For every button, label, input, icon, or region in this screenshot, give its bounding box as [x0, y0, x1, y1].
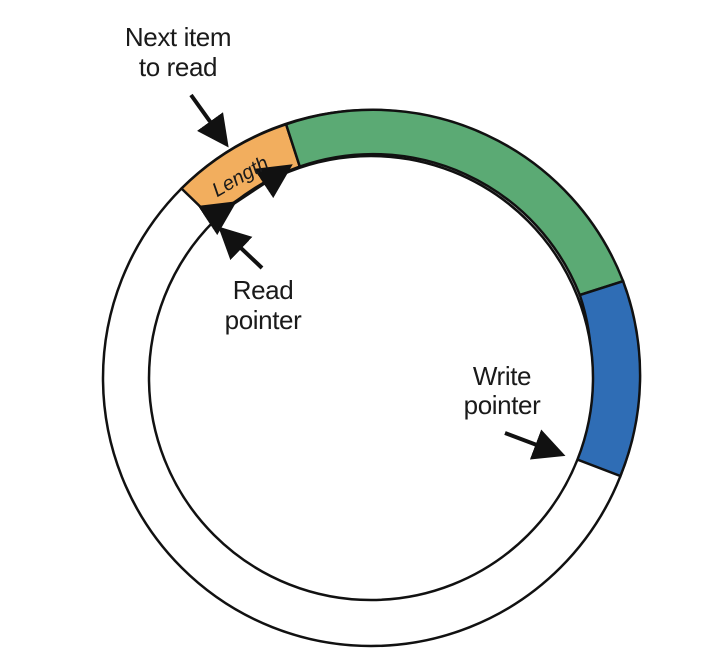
write-pointer-label-line1: Write [473, 361, 531, 391]
next-item-label-line1: Next item [125, 22, 231, 52]
read-pointer-label-line2: pointer [225, 305, 302, 335]
read-pointer-label-line1: Read [233, 275, 294, 305]
next-item-arrow [189, 93, 229, 148]
write-pointer-label-line2: pointer [464, 390, 541, 420]
write-pointer-arrow [504, 429, 566, 460]
read-pointer-arrow [218, 226, 264, 270]
next-item-label-line2: to read [139, 52, 217, 82]
length-double-arrow [197, 164, 293, 236]
